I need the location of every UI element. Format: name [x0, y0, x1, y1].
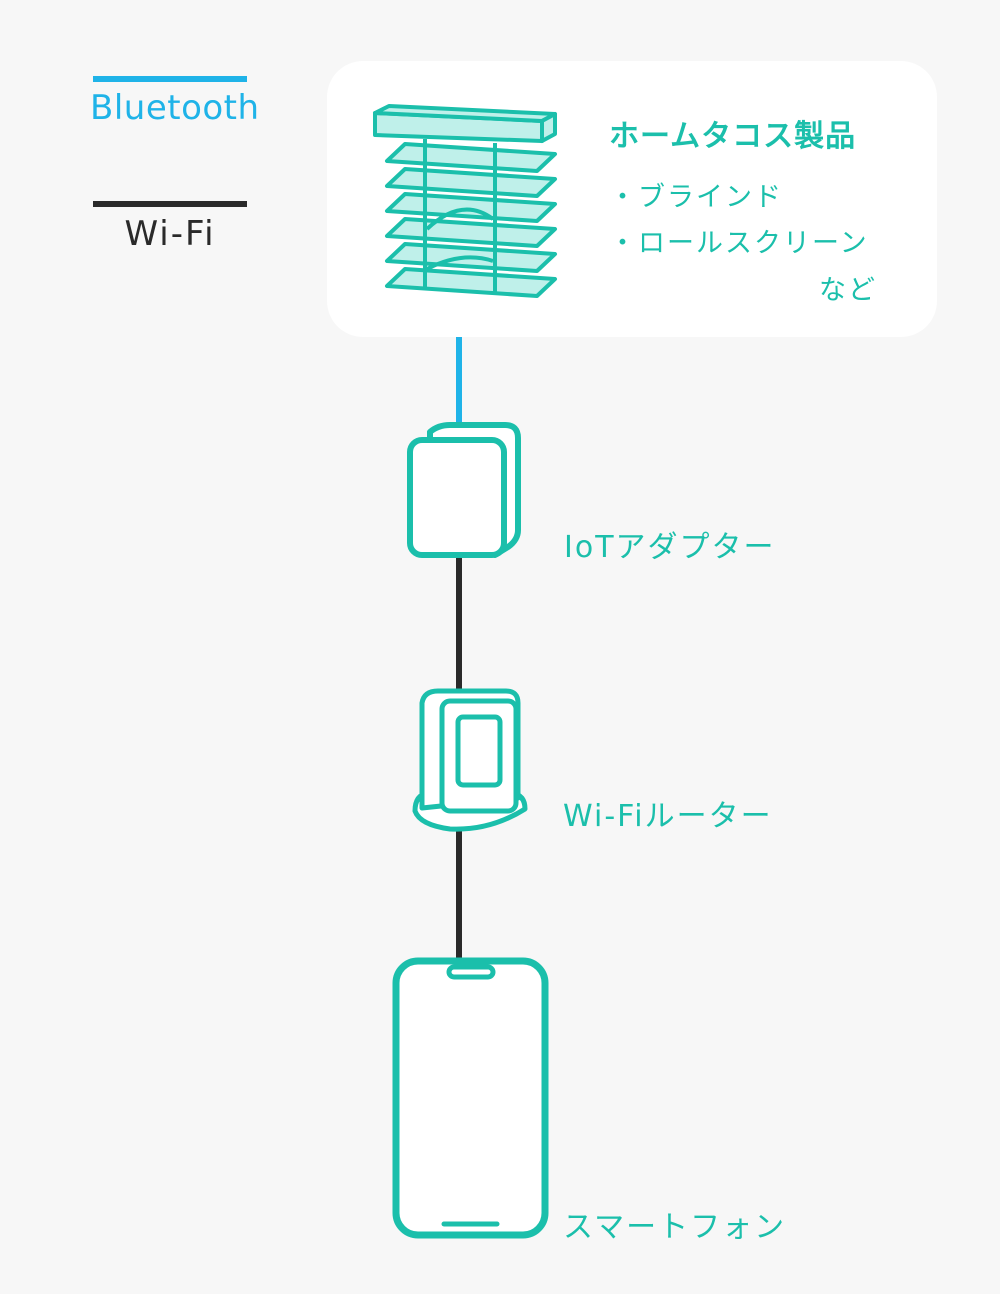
wifi-connection-line-router-phone [456, 828, 462, 964]
bluetooth-legend-label: Bluetooth [90, 88, 260, 128]
iot-adapter-label: IoTアダプター [564, 530, 776, 565]
wifi-connection-line-adapter-router [456, 555, 462, 695]
bluetooth-legend-line [93, 76, 247, 82]
bluetooth-connection-line [456, 337, 462, 429]
wifi-router-label: Wi-Fiルーター [563, 799, 773, 834]
product-item-etc: など [819, 275, 877, 306]
smartphone-label: スマートフォン [563, 1210, 787, 1245]
smartphone-icon [392, 957, 549, 1239]
wifi-router-icon [412, 688, 528, 832]
blind-icon [373, 104, 557, 298]
product-item-roll-screen: ・ロールスクリーン [609, 228, 869, 259]
wifi-legend-line [93, 201, 247, 207]
product-item-blind: ・ブラインド [609, 182, 783, 213]
product-card: ホームタコス製品 ・ブラインド ・ロールスクリーン など [327, 61, 937, 337]
wifi-legend-label: Wi-Fi [124, 214, 216, 254]
iot-adapter-icon [407, 422, 521, 558]
product-card-title: ホームタコス製品 [609, 119, 857, 154]
